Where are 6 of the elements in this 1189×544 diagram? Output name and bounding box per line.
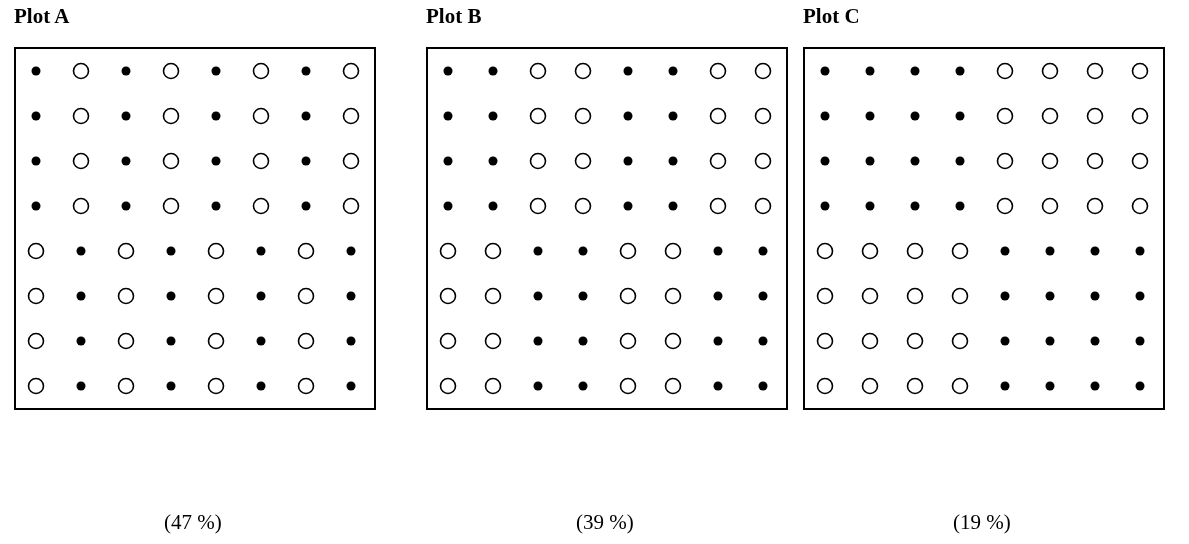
plot-title: Plot B bbox=[426, 4, 482, 29]
percentage-label: (19 %) bbox=[953, 510, 1011, 535]
percentage-label: (47 %) bbox=[164, 510, 222, 535]
plot-title: Plot A bbox=[14, 4, 70, 29]
plot-title: Plot C bbox=[803, 4, 860, 29]
percentage-label: (39 %) bbox=[576, 510, 634, 535]
